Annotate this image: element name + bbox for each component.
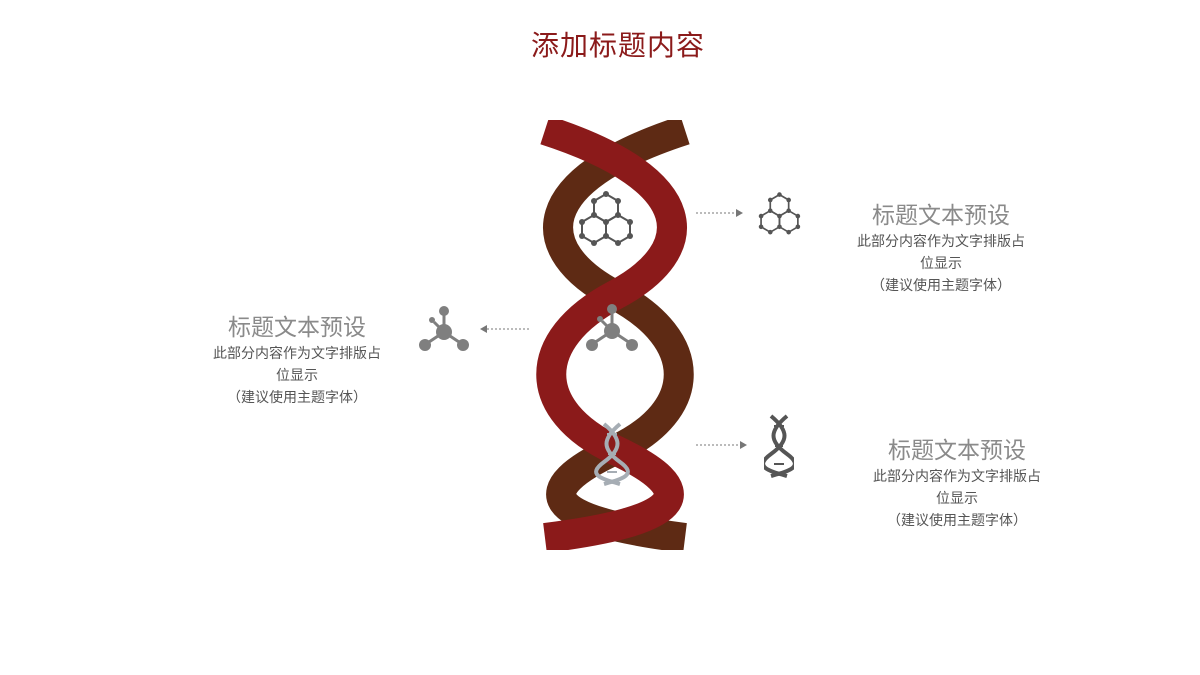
molecule-node-icon (419, 306, 469, 351)
text-block-3: 标题文本预设 此部分内容作为文字排版占 位显示 （建议使用主题字体） (842, 436, 1072, 532)
block-body-line-2: 位显示 (936, 491, 978, 507)
block-body-line-2: 位显示 (920, 256, 962, 272)
dna-icon (594, 422, 630, 486)
arrow-right-3 (696, 441, 747, 449)
arrow-right-1 (696, 209, 743, 217)
helix-strand-back (543, 120, 694, 550)
block-body-line-2: 位显示 (276, 368, 318, 384)
block-body-line-1: 此部分内容作为文字排版占 (873, 469, 1041, 485)
dna-helix-graphic (536, 120, 694, 550)
block-title: 标题文本预设 (872, 203, 1010, 229)
block-body-line-3: （建议使用主题字体） (871, 278, 1011, 294)
molecule-hexagon-icon (758, 192, 801, 235)
helix-strand-front (536, 120, 687, 550)
molecule-node-icon (586, 304, 638, 351)
dna-icon (764, 414, 794, 478)
text-block-2: 标题文本预设 此部分内容作为文字排版占 位显示 （建议使用主题字体） (182, 313, 412, 409)
block-body-line-3: （建议使用主题字体） (227, 390, 367, 406)
block-body-line-1: 此部分内容作为文字排版占 (213, 346, 381, 362)
molecule-hexagon-icon (579, 191, 633, 246)
block-body-line-1: 此部分内容作为文字排版占 (857, 234, 1025, 250)
text-block-1: 标题文本预设 此部分内容作为文字排版占 位显示 （建议使用主题字体） (826, 201, 1056, 297)
block-title: 标题文本预设 (228, 315, 366, 341)
page-title: 添加标题内容 (530, 29, 705, 62)
arrow-left-2 (480, 325, 530, 333)
block-title: 标题文本预设 (888, 438, 1026, 464)
block-body-line-3: （建议使用主题字体） (887, 513, 1027, 529)
